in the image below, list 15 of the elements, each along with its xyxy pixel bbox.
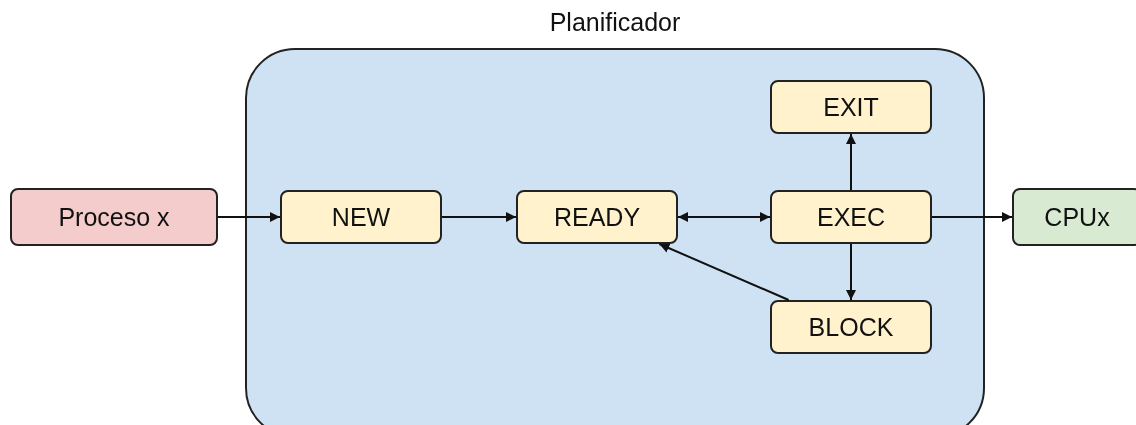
state-box: READY	[516, 190, 678, 244]
arrow	[931, 212, 1013, 222]
arrow	[846, 243, 856, 301]
arrow	[677, 212, 771, 222]
panel-title: Planificador	[548, 8, 682, 37]
state-box: EXIT	[770, 80, 932, 134]
state-box: NEW	[280, 190, 442, 244]
state-box: BLOCK	[770, 300, 932, 354]
state-box: EXEC	[770, 190, 932, 244]
arrow	[846, 133, 856, 191]
arrow	[658, 243, 790, 301]
arrow	[217, 212, 281, 222]
process-box: Proceso x	[10, 188, 218, 246]
arrow	[441, 212, 517, 222]
cpu-box: CPUx	[1012, 188, 1136, 246]
